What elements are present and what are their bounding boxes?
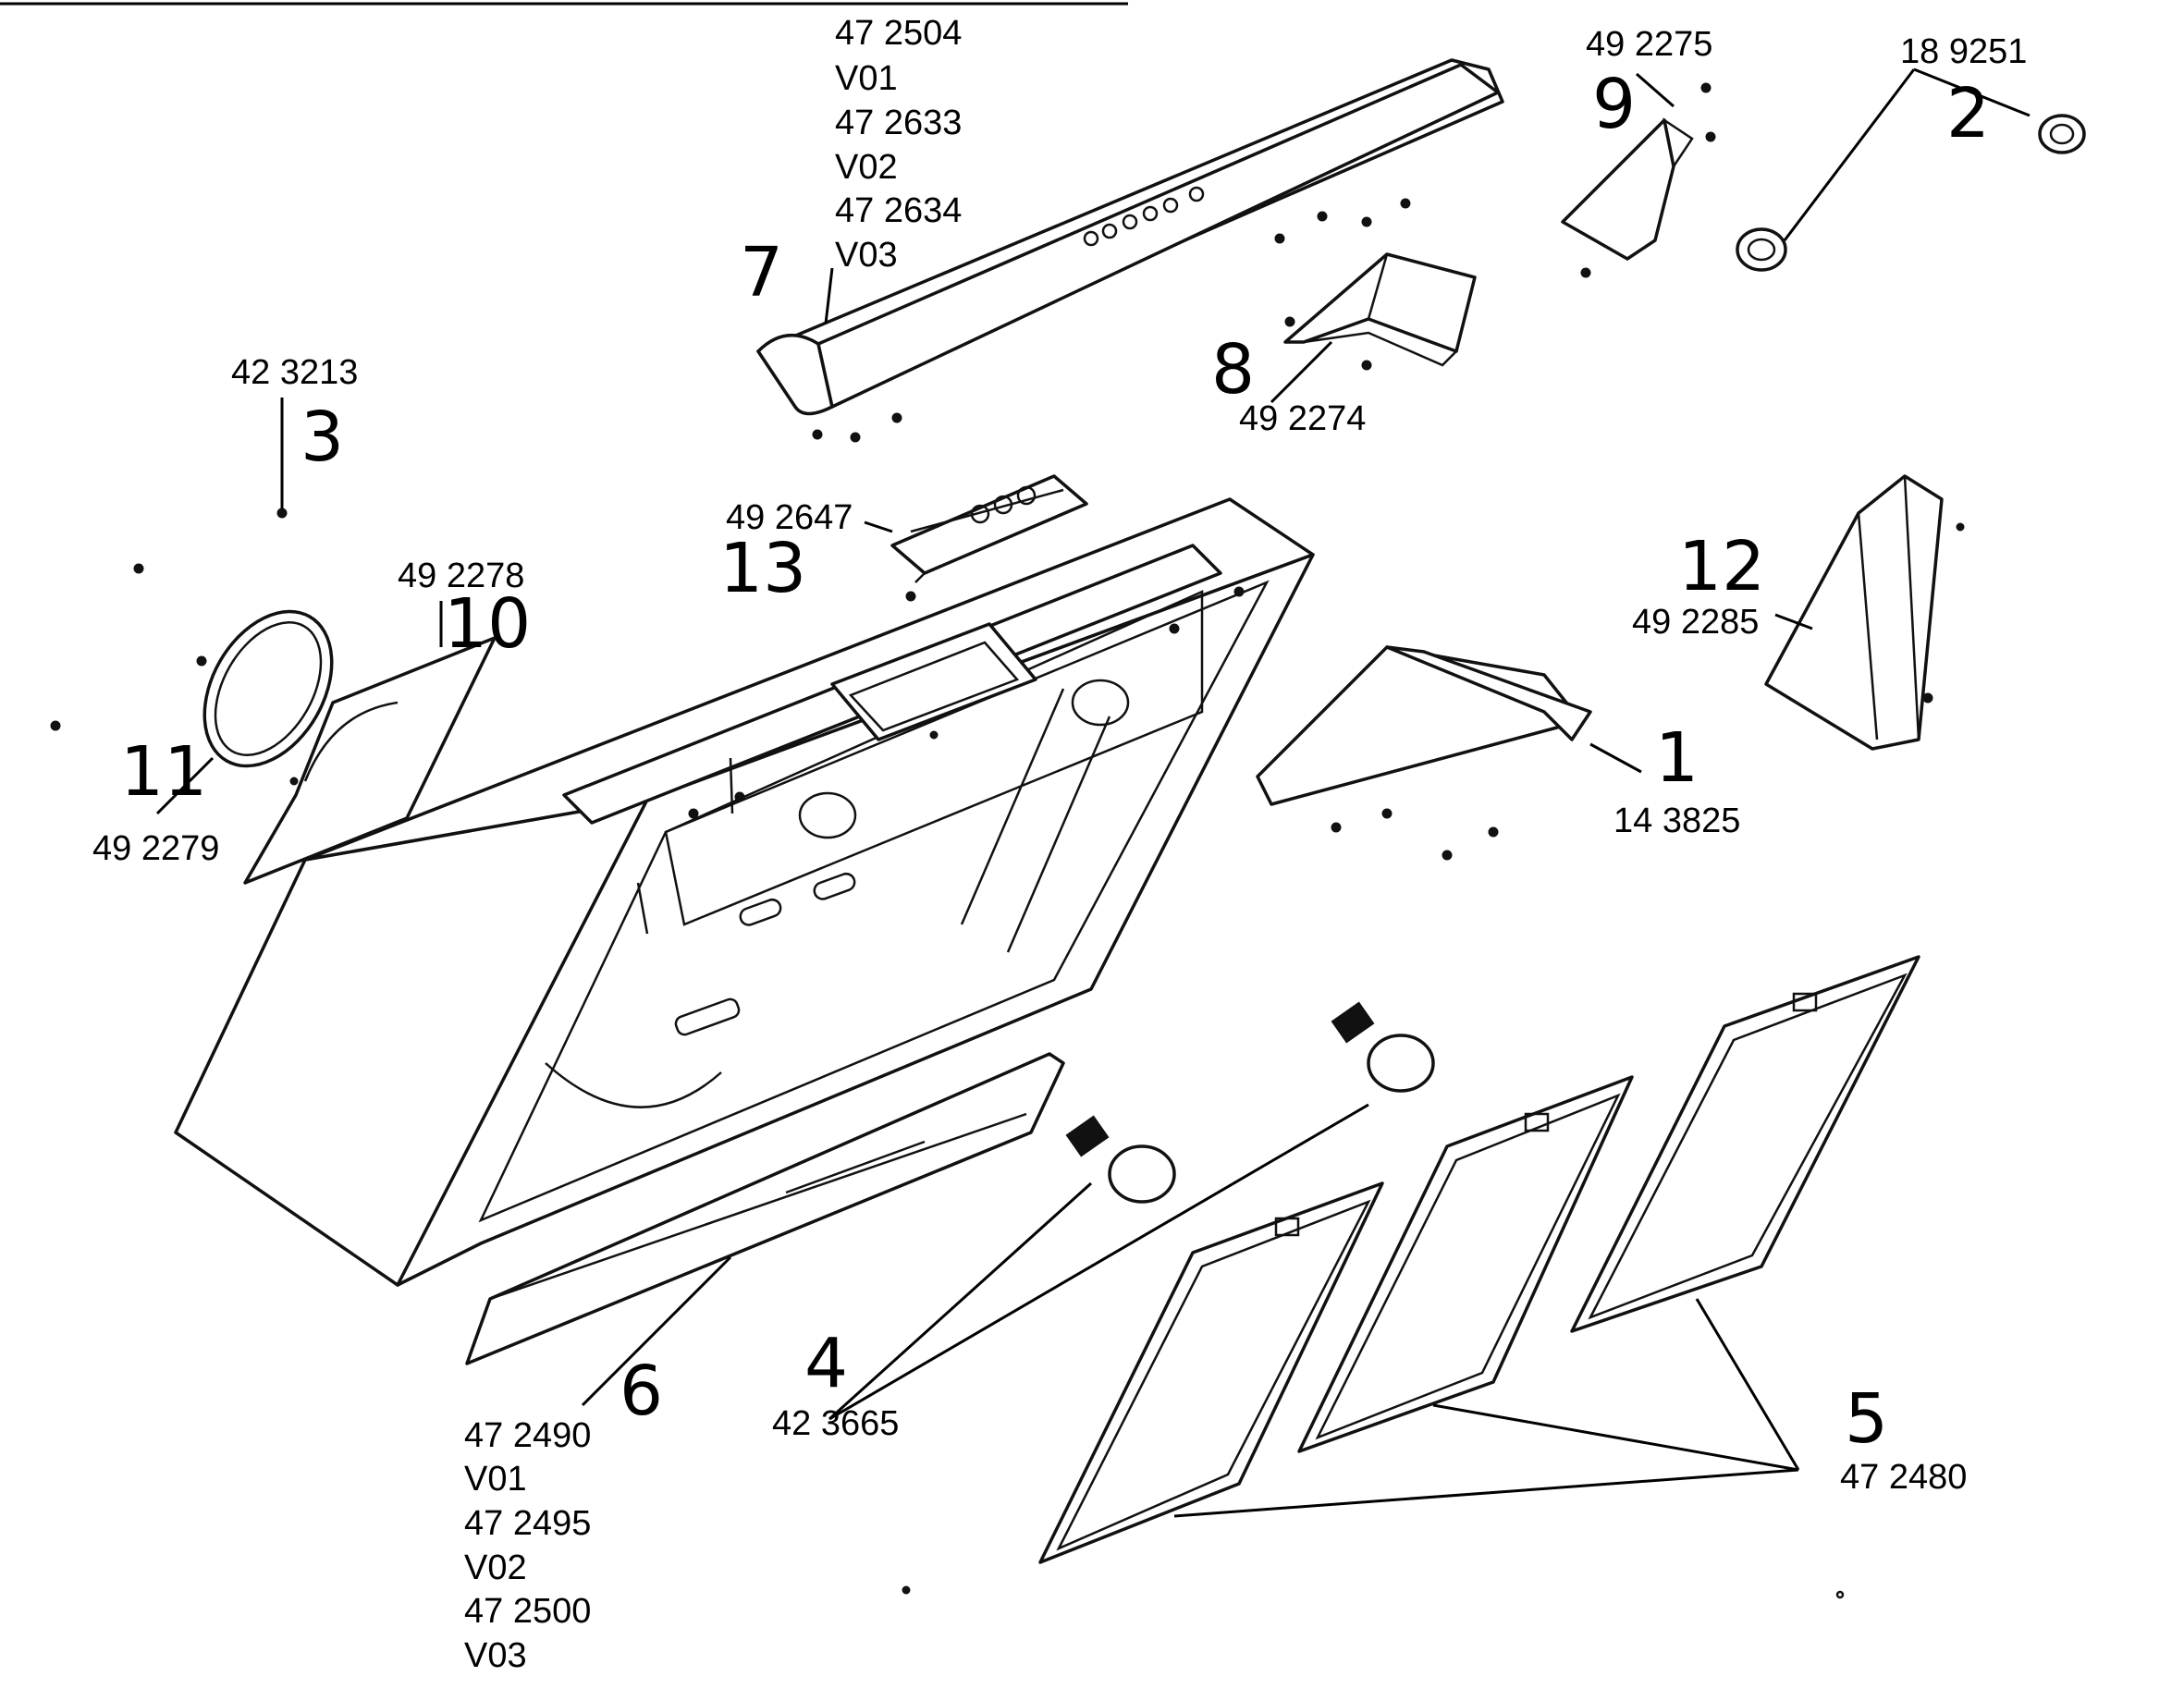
callouts: 7 47 2504 V01 47 2633 V02 47 2634 V03 49… — [92, 14, 2027, 1675]
stray-dot — [902, 1585, 911, 1595]
callout-3-index: 3 — [301, 398, 344, 477]
part-7-front-trim — [756, 58, 1504, 443]
part-13-control-module — [890, 474, 1088, 602]
callout-5-code: 47 2480 — [1840, 1458, 1967, 1497]
part-2-knobs — [1736, 114, 2086, 272]
callout-7-code: V02 — [835, 148, 898, 187]
part-6-front-strip — [465, 1052, 1065, 1365]
callout-8-code: 49 2274 — [1239, 399, 1366, 438]
callout-6-code: 47 2490 — [464, 1416, 591, 1455]
hood-body — [174, 497, 1315, 1287]
part-1-duct — [1256, 645, 1592, 861]
callout-6-code: V02 — [464, 1548, 527, 1587]
callout-7-code: 47 2504 — [835, 14, 962, 53]
callout-1-index: 1 — [1655, 718, 1699, 798]
screw — [196, 655, 207, 667]
callout-11-code: 49 2279 — [92, 829, 219, 868]
part-11-ring — [202, 609, 334, 768]
callout-13-code: 49 2647 — [726, 498, 853, 537]
screw — [50, 720, 61, 731]
callout-2-index: 2 — [1946, 74, 1990, 153]
callout-7-code: V01 — [835, 59, 898, 98]
stray-dot — [1835, 1590, 1845, 1599]
callout-8-index: 8 — [1211, 330, 1255, 410]
callout-6-code: V03 — [464, 1636, 527, 1675]
callout-13-index: 13 — [719, 529, 806, 608]
part-10-plate — [243, 636, 497, 885]
callout-6-code: 47 2495 — [464, 1504, 591, 1543]
part-12-side-bracket — [1764, 474, 1965, 751]
part-4-lamps — [1065, 1001, 1435, 1204]
part-8-bracket — [1283, 252, 1477, 371]
callout-4-index: 4 — [804, 1324, 848, 1403]
callout-12-index: 12 — [1678, 527, 1765, 606]
callout-3-code: 42 3213 — [231, 353, 358, 392]
callout-1-code: 14 3825 — [1613, 802, 1740, 840]
part-9-vent-cover — [1561, 82, 1716, 278]
callout-7-code: V03 — [835, 236, 898, 275]
callout-10-index: 10 — [444, 584, 531, 664]
screw — [133, 563, 144, 574]
callout-11-index: 11 — [120, 732, 207, 812]
callout-10-code: 49 2278 — [398, 557, 524, 595]
leader-lines — [155, 67, 2031, 1518]
callout-2-code: 18 9251 — [1900, 32, 2027, 71]
screw — [289, 777, 299, 786]
callout-6-code: 47 2500 — [464, 1592, 591, 1631]
callout-4-code: 42 3665 — [772, 1404, 899, 1443]
callout-9-code: 49 2275 — [1586, 25, 1712, 64]
callout-7-index: 7 — [740, 233, 783, 312]
callout-7-code: 47 2634 — [835, 191, 962, 230]
screw — [276, 508, 288, 519]
callout-6-index: 6 — [620, 1352, 663, 1431]
callout-9-index: 9 — [1592, 65, 1636, 144]
callout-7-code: 47 2633 — [835, 104, 962, 142]
callout-5-index: 5 — [1845, 1379, 1888, 1459]
callout-6-code: V01 — [464, 1460, 527, 1499]
part-5-filters — [1038, 955, 1920, 1564]
callout-12-code: 49 2285 — [1632, 603, 1759, 642]
